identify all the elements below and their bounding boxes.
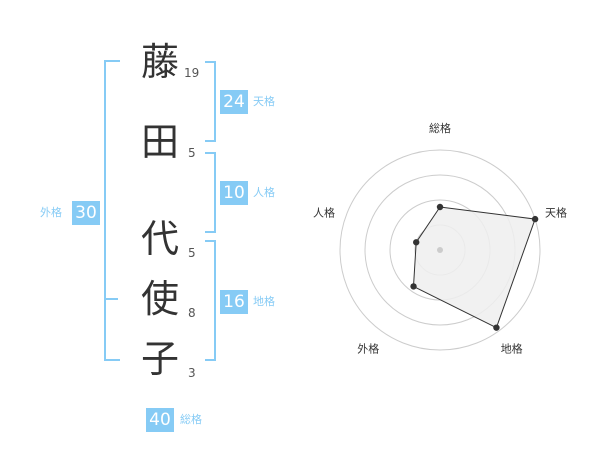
name-char-4: 使	[140, 277, 179, 321]
radar-axis-label-4: 外格	[357, 342, 379, 356]
radar-point-2	[531, 215, 539, 223]
radar-point-4	[410, 283, 417, 290]
gaikaku-label: 外格	[40, 206, 62, 219]
jinkaku-value: 10	[220, 181, 248, 205]
tenkaku-value: 24	[220, 90, 248, 114]
tenkaku-label: 天格	[253, 95, 275, 108]
stroke-count-2: 5	[188, 146, 196, 160]
stroke-count-1: 19	[184, 66, 200, 80]
tenkaku-bracket	[205, 61, 216, 142]
radar-axis-label-5: 人格	[313, 205, 335, 219]
soukaku-label: 総格	[180, 413, 202, 426]
radar-point-3	[493, 324, 500, 331]
jinkaku-bracket	[205, 152, 216, 233]
name-char-1: 藤	[140, 40, 179, 84]
radar-axis-label-2: 天格	[545, 205, 567, 219]
name-char-3: 代	[140, 217, 179, 261]
chikaku-value: 16	[220, 290, 248, 314]
gaikaku-bracket	[104, 60, 120, 361]
chikaku-label: 地格	[253, 295, 275, 308]
stroke-count-5: 3	[188, 366, 196, 380]
soukaku-value: 40	[146, 408, 174, 432]
radar-grid-ring-4	[339, 149, 541, 351]
radar-center-dot	[437, 247, 443, 253]
radar-axis-label-1: 総格	[429, 121, 451, 135]
radar-point-1	[436, 203, 444, 211]
gaikaku-bracket-tick	[104, 298, 118, 300]
chikaku-bracket	[205, 240, 216, 361]
radar-axis-label-3: 地格	[501, 342, 523, 356]
gaikaku-value: 30	[72, 201, 100, 225]
radar-point-5	[413, 239, 420, 246]
name-char-5: 子	[140, 337, 179, 381]
name-char-2: 田	[140, 120, 179, 164]
jinkaku-label: 人格	[253, 186, 275, 199]
radar-series-polygon	[412, 206, 536, 329]
stroke-count-4: 8	[188, 306, 196, 320]
stroke-count-3: 5	[188, 246, 196, 260]
